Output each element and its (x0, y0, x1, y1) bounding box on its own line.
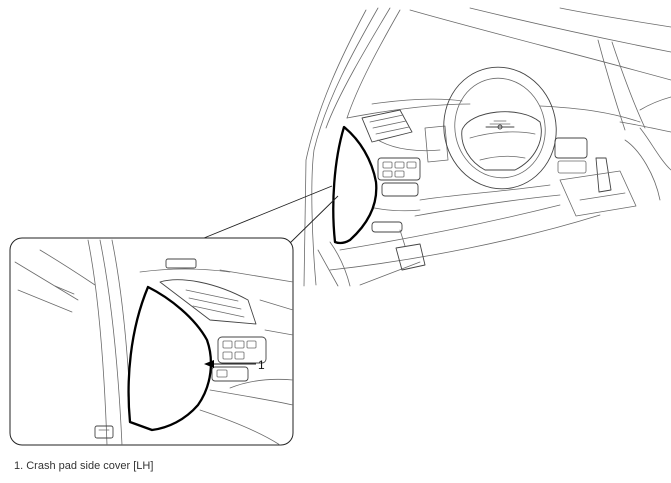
roof-and-windshield-lines (409, 7, 671, 131)
detail-switch-panel (211, 336, 267, 382)
detail-lower-dash (94, 378, 293, 445)
left-a-pillar-lines (303, 7, 401, 287)
figure-caption: 1. Crash pad side cover [LH] (14, 460, 154, 472)
center-console (554, 137, 637, 217)
callout-arrow (204, 360, 256, 368)
detail-drawing (14, 239, 293, 445)
main-interior-view (303, 7, 671, 287)
detail-air-vent (159, 279, 293, 336)
dashboard (346, 98, 641, 233)
crash-pad-side-cover-detail-highlight (127, 285, 213, 432)
detail-dash-top (139, 258, 293, 283)
detail-view: 1 (9, 237, 294, 446)
detail-pillar-lines (14, 239, 132, 445)
steering-wheel (443, 66, 557, 190)
arrowhead-icon (204, 360, 214, 368)
callout-number-label: 1 (258, 358, 265, 372)
crash-pad-side-cover-main-highlight (332, 125, 378, 245)
logo-wings-icon (485, 120, 515, 130)
right-seat-and-door (619, 121, 671, 201)
callout-leader-lines (203, 185, 339, 245)
floor-and-pedals (329, 204, 601, 286)
